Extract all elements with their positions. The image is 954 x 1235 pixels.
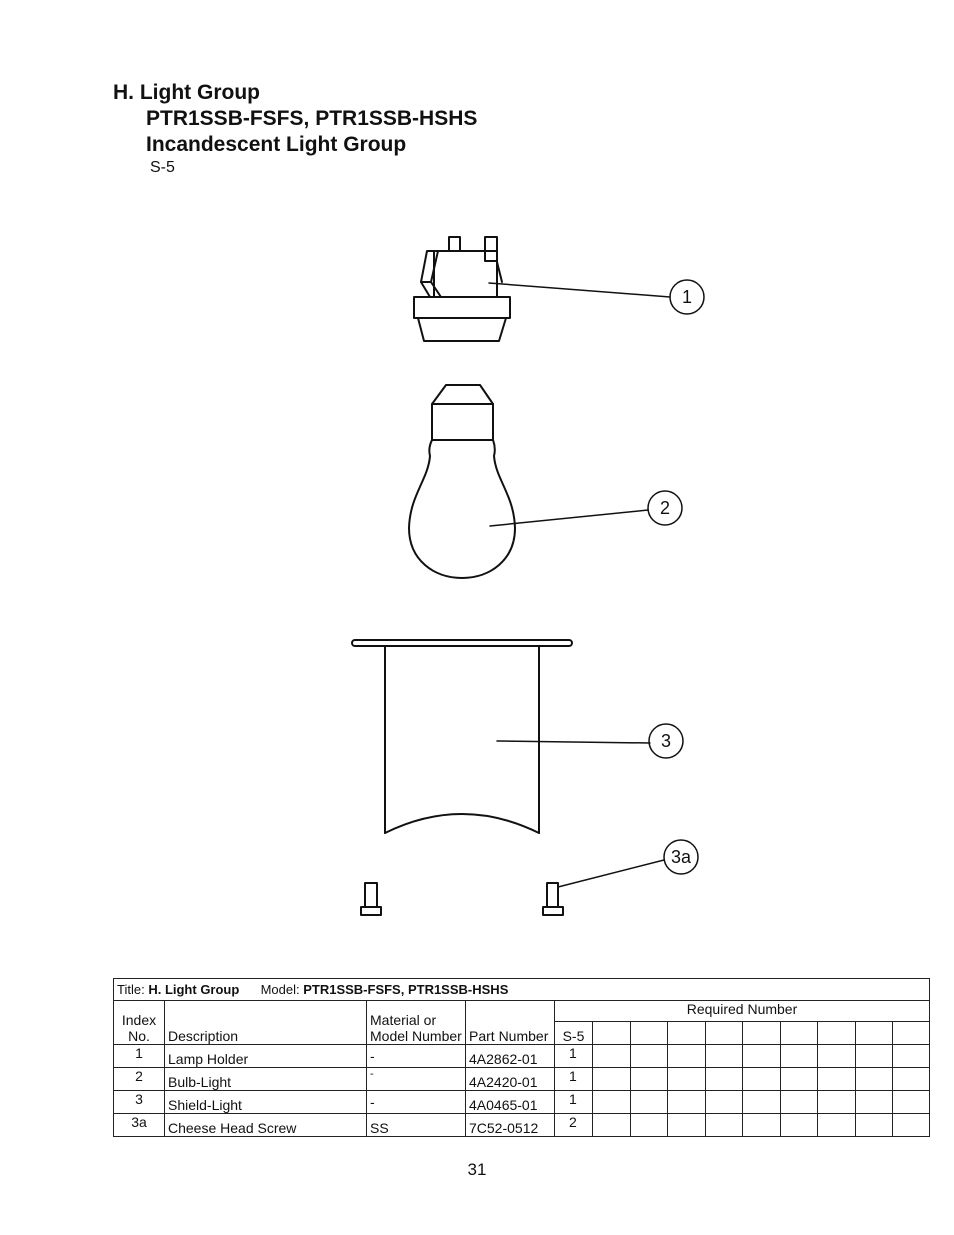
part-number-header: Part Number bbox=[465, 1000, 555, 1045]
bulb-drawing bbox=[408, 384, 649, 579]
model-label: Model: bbox=[260, 982, 300, 997]
section-title: H. Light Group bbox=[113, 81, 260, 104]
row-qty: 2 bbox=[554, 1113, 593, 1137]
table-row: 1 Lamp Holder - 4A2862-01 1 bbox=[113, 1044, 930, 1068]
row-part-number: 4A2862-01 bbox=[465, 1044, 555, 1068]
table-row: 2 Bulb-Light - 4A2420-01 1 bbox=[113, 1067, 930, 1091]
row-index: 1 bbox=[113, 1044, 165, 1068]
table-row: 3a Cheese Head Screw SS 7C52-0512 2 bbox=[113, 1113, 930, 1137]
row-material: - bbox=[366, 1090, 466, 1114]
table-row: 3 Shield-Light - 4A0465-01 1 bbox=[113, 1090, 930, 1114]
callout-label-1: 1 bbox=[682, 287, 692, 307]
row-index: 3a bbox=[113, 1113, 165, 1137]
row-index: 2 bbox=[113, 1067, 165, 1091]
row-material: - bbox=[366, 1044, 466, 1068]
callout-circle-1 bbox=[669, 279, 705, 315]
row-index: 3 bbox=[113, 1090, 165, 1114]
callout-label-3: 3 bbox=[661, 731, 671, 751]
row-part-number: 4A0465-01 bbox=[465, 1090, 555, 1114]
screws-drawing bbox=[360, 859, 665, 916]
model-value: PTR1SSB-FSFS, PTR1SSB-HSHS bbox=[303, 982, 509, 997]
shield-drawing bbox=[351, 639, 651, 834]
callout-circle-3 bbox=[648, 723, 684, 759]
callout-circle-2 bbox=[647, 490, 683, 526]
title-value: H. Light Group bbox=[148, 982, 240, 997]
row-part-number: 4A2420-01 bbox=[465, 1067, 555, 1091]
parts-table: Title: H. Light Group Model: PTR1SSB-FSF… bbox=[113, 978, 930, 1137]
title-label: Title: bbox=[117, 982, 145, 997]
row-description: Bulb-Light bbox=[164, 1067, 367, 1091]
callout-circle-3a bbox=[663, 839, 699, 875]
row-material: SS bbox=[366, 1113, 466, 1137]
table-title-row: Title: H. Light Group Model: PTR1SSB-FSF… bbox=[113, 978, 930, 1001]
group-code: S-5 bbox=[150, 159, 175, 176]
row-qty: 1 bbox=[554, 1067, 593, 1091]
exploded-parts-diagram: 1 2 3 3a bbox=[351, 236, 705, 916]
lamp-holder-drawing bbox=[413, 236, 671, 342]
model-title: PTR1SSB-FSFS, PTR1SSB-HSHS bbox=[146, 107, 478, 130]
row-qty: 1 bbox=[554, 1044, 593, 1068]
group-title: Incandescent Light Group bbox=[146, 133, 407, 156]
callout-label-3a: 3a bbox=[671, 847, 692, 867]
s5-header: S-5 bbox=[554, 1021, 593, 1045]
row-material: - bbox=[366, 1067, 466, 1091]
row-part-number: 7C52-0512 bbox=[465, 1113, 555, 1137]
row-description: Shield-Light bbox=[164, 1090, 367, 1114]
page-number: 31 bbox=[467, 1160, 487, 1179]
row-qty: 1 bbox=[554, 1090, 593, 1114]
callout-label-2: 2 bbox=[660, 498, 670, 518]
required-number-header: Required Number bbox=[554, 1000, 930, 1022]
row-description: Cheese Head Screw bbox=[164, 1113, 367, 1137]
row-description: Lamp Holder bbox=[164, 1044, 367, 1068]
description-header: Description bbox=[164, 1000, 367, 1045]
